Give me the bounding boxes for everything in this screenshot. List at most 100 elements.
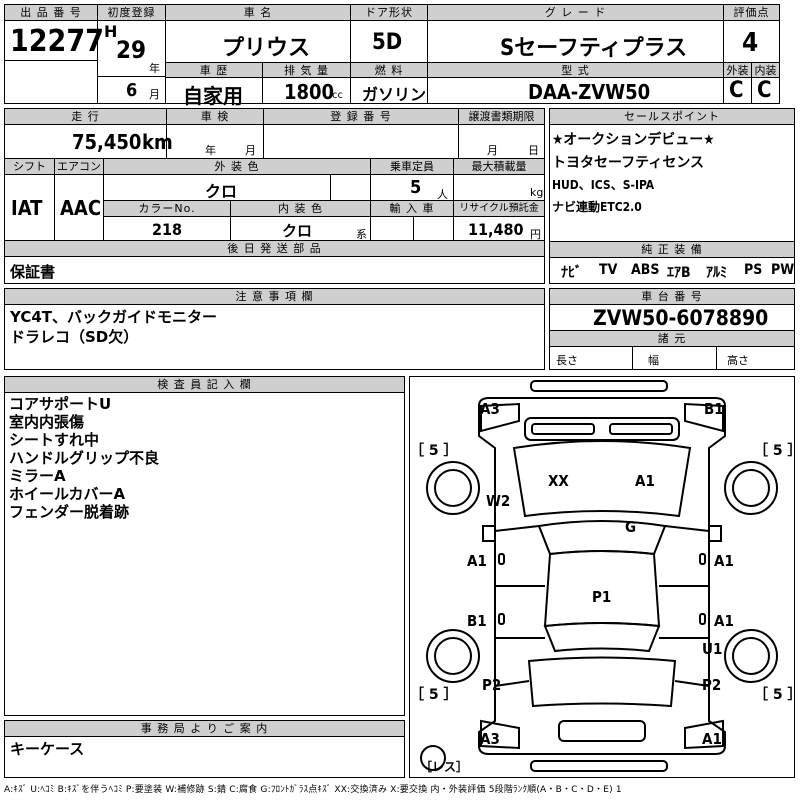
tire-rear-right: ［ 5 ］ [754,687,800,703]
mark-left-fender: W2 [486,492,511,510]
model-code: DAA-ZVW50 [528,80,651,104]
body-outline [478,397,726,755]
registration-month: 6 [126,80,138,101]
registration-number-label: 登 録 番 号 [264,109,458,124]
caution-line-1: YC4T、バックガイドモニター [10,308,218,326]
shift-label: シフト [5,159,54,174]
exterior-grade: C [729,78,744,103]
score-label: 評価点 [724,5,779,20]
inspection-month-unit: 月 [245,144,256,157]
wheel-front-right [724,461,778,515]
model-label: 型 式 [428,63,723,78]
interior-color-suffix: 系 [356,228,367,241]
door-label: ドア形状 [351,5,427,20]
car-name: プリウス [222,36,311,61]
inspector-line-3: シートすれ中 [9,431,100,449]
later-parts-label: 後 日 発 送 部 品 [5,241,544,256]
equipment-alloy: ｱﾙﾐ [706,265,727,281]
car-name-label: 車 名 [166,5,350,20]
sales-line-1: ★オークションデビュー★ [552,132,715,148]
first-registration-label: 初度登録 [98,5,165,20]
exterior-color: クロ [205,182,238,201]
vehicle-details-block [4,108,545,284]
inspector-line-4: ハンドルグリップ不良 [9,449,160,467]
tire-rear-left: ［ 5 ］ [410,687,458,703]
chassis-block [549,288,795,370]
mileage-unit: km [142,130,173,154]
displacement-unit: cc [332,90,343,101]
displacement-label: 排 気 量 [263,63,350,78]
recycle-deposit: 11,480 [468,220,524,239]
inspector-line-1: コアサポートU [9,395,112,413]
transfer-deadline-label: 譲渡書類期限 [459,109,544,124]
year-unit: 年 [149,62,160,75]
spare-tire-label: ［レス］ [420,760,469,774]
rear-bumper-bar [530,760,668,772]
sales-point-label: セールスポイント [550,109,794,124]
chassis-number-label: 車 台 番 号 [550,289,794,304]
equipment-label: 純 正 装 備 [550,242,794,257]
mark-front-left-corner: A3 [480,400,500,418]
car-diagram-block [409,376,795,778]
color-number: 218 [152,220,183,239]
inspector-line-2: 室内内張傷 [9,413,85,431]
recycle-deposit-label: リサイクル預託金 [454,201,544,216]
mark-right-rear-quarter: P2 [702,676,722,694]
mark-left-rear-quarter: P2 [482,676,502,694]
height-label: 高さ [727,354,749,367]
air-conditioner: AAC [60,196,102,220]
mark-hood-right: A1 [635,472,655,490]
inspector-notes-block [4,376,405,716]
equipment-airbag: ｴｱB [667,265,691,281]
mark-right-rear-door: A1 [714,612,734,630]
width-label: 幅 [648,354,659,367]
mark-left-rear-door: B1 [467,612,487,630]
transfer-day-unit: 日 [528,144,539,157]
sales-point-block [549,108,795,284]
shift: IAT [11,196,43,220]
mark-rear-right-corner: A1 [702,730,722,748]
equipment-tv: TV [599,262,618,278]
length-label: 長さ [556,354,578,367]
ac-label: エアコン [55,159,103,174]
mark-hood-left: XX [548,472,569,490]
spare-wheel [420,745,446,771]
wheel-front-left [426,461,480,515]
score: 4 [742,28,759,58]
exterior-label: 外装 [724,63,751,78]
tire-front-right: ［ 5 ］ [754,443,800,459]
mark-front-right-corner: B1 [704,400,724,418]
recycle-unit: 円 [530,228,541,241]
caution-block [4,288,545,370]
mark-left-front-door: A1 [467,552,487,570]
mark-right-front-door: A1 [714,552,734,570]
car-diagram [420,380,778,772]
sales-line-4: ナビ連動ETC2.0 [552,200,642,214]
equipment-ps: PS [744,262,763,278]
mark-roof: P1 [592,588,612,606]
later-parts: 保証書 [10,263,56,281]
inspection-label: 車 検 [167,109,263,124]
top-info-block [4,4,780,104]
grade-label: グ レ ー ド [428,5,723,20]
displacement: 1800 [284,80,335,104]
mileage: 75,450 [72,130,142,154]
lot-number: 12277 [10,24,104,59]
registration-year: 29 [116,36,147,64]
mark-rear-left-corner: A3 [480,730,500,748]
interior-label: 内装 [752,63,779,78]
equipment-pw: PW [771,262,795,278]
interior-color: クロ [282,222,313,240]
inspector-notes-label: 検 査 員 記 入 欄 [5,377,404,392]
history: 自家用 [183,84,243,108]
mark-right-rear-fender: U1 [702,640,723,658]
caution-line-2: ドラレコ（SD欠） [10,328,139,346]
mileage-label: 走 行 [5,109,166,124]
windshield-outline [537,520,667,556]
interior-grade: C [757,78,772,103]
fuel: ガソリン [362,85,427,104]
era-mark: H [104,22,118,41]
caution-label: 注 意 事 項 欄 [5,289,544,304]
interior-color-label: 内 装 色 [231,201,370,216]
mark-windshield: G [625,518,637,536]
